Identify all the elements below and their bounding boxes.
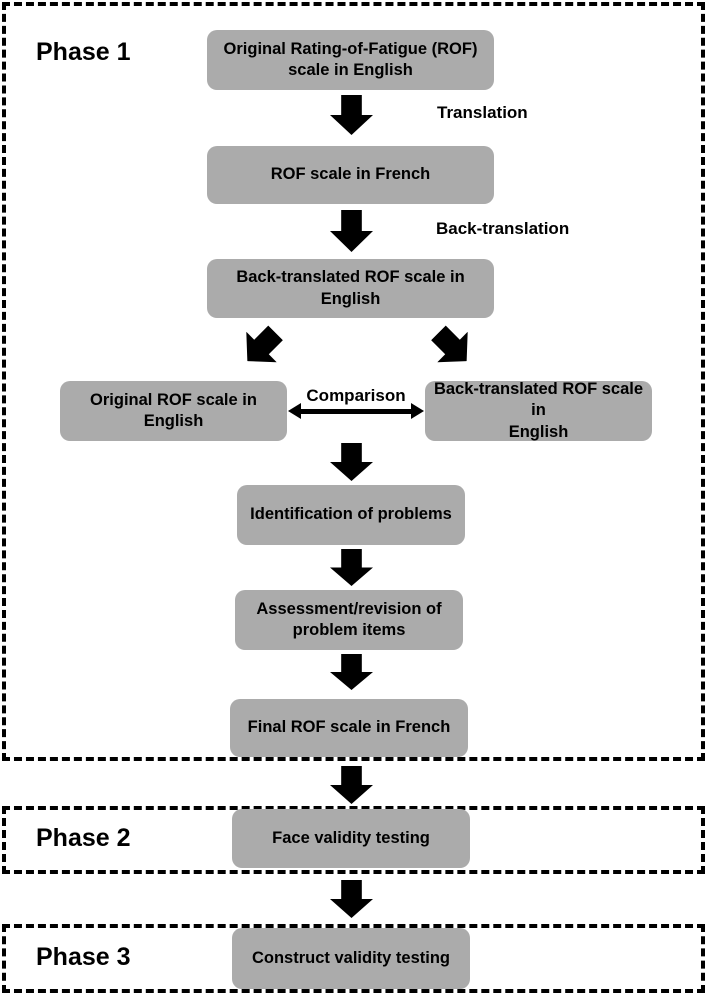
node-face-validity-testing: Face validity testing <box>232 809 470 868</box>
phase2-label: Phase 2 <box>36 824 131 852</box>
phase1-container <box>2 2 705 761</box>
node-assessment-revision: Assessment/revision of problem items <box>235 590 463 650</box>
node-back-translated-rof: Back-translated ROF scale in English <box>207 259 494 318</box>
back-translation-label: Back-translation <box>436 219 570 238</box>
node-original-rof-english: Original ROF scale in English <box>60 381 287 441</box>
phase3-container <box>2 924 705 993</box>
node-identification-of-problems: Identification of problems <box>237 485 465 545</box>
arrow-down-phase2-to-phase3-icon <box>330 880 373 918</box>
translation-label: Translation <box>437 103 528 122</box>
arrow-down-phase1-to-phase2-icon <box>330 766 373 804</box>
phase1-label: Phase 1 <box>36 38 131 66</box>
node-final-rof-french: Final ROF scale in French <box>230 699 468 757</box>
comparison-label: Comparison <box>306 386 406 405</box>
node-back-translated-rof-comparison: Back-translated ROF scale in English <box>425 380 652 441</box>
node-original-rof-scale: Original Rating-of-Fatigue (ROF) scale i… <box>207 30 494 90</box>
comparison-double-arrow-icon <box>288 403 424 419</box>
node-construct-validity-testing: Construct validity testing <box>232 928 470 989</box>
node-rof-scale-french: ROF scale in French <box>207 146 494 204</box>
phase2-container <box>2 806 705 874</box>
phase3-label: Phase 3 <box>36 943 131 971</box>
